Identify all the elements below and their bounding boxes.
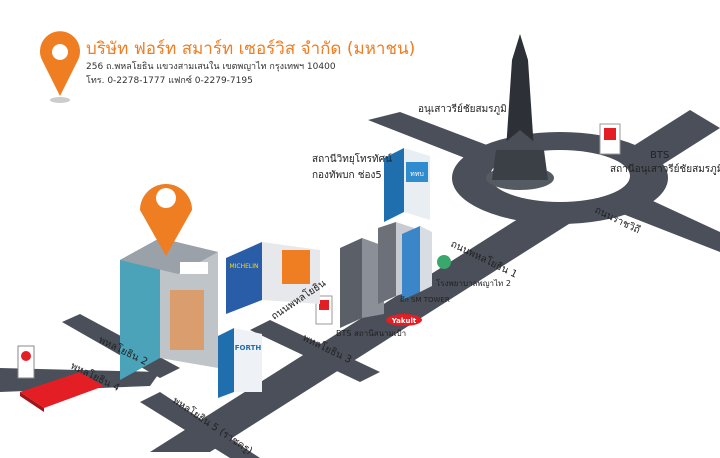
svg-text:FORTH: FORTH	[235, 344, 262, 352]
tv-logo: ททบ	[410, 170, 424, 178]
company-address: 256 ถ.พหลโยธิน แขวงสามเสนใน เขตพญาไท กรุ…	[86, 62, 336, 72]
forth-sign-tower: FORTH	[218, 328, 262, 398]
label-sm-tower: ตึก SM TOWER	[400, 295, 450, 304]
yakult-logo: Yakult	[386, 314, 422, 326]
label-hospital: โรงพยาบาลพญาไท 2	[436, 278, 511, 288]
michelin-building: MICHELIN	[226, 242, 320, 314]
label-bts-victory-1: BTS	[650, 150, 669, 161]
company-name: บริษัท ฟอร์ท สมาร์ท เซอร์วิส จำกัด (มหาช…	[86, 39, 416, 59]
bts-victory-sign	[599, 123, 621, 155]
label-bts-victory-2: สถานีอนุเสาวรีย์ชัยสมรภูมิ	[610, 163, 720, 175]
svg-text:Yakult: Yakult	[391, 317, 417, 325]
location-pin-icon	[40, 31, 80, 103]
tv-channel5-building: ททบ	[384, 148, 430, 222]
forth-main-building	[120, 238, 218, 380]
label-tv-station-2: กองทัพบก ช่อง5	[312, 170, 382, 181]
company-contact: โทร. 0-2278-1777 แฟกซ์ 0-2279-7195	[86, 76, 253, 86]
label-monument: อนุเสาวรีย์ชัยสมรภูมิ	[418, 103, 507, 115]
label-bts-sanampao: BTS สถานีสนามเป้า	[336, 329, 406, 338]
svg-text:MICHELIN: MICHELIN	[229, 263, 258, 270]
victory-monument	[486, 34, 554, 190]
label-tv-station-1: สถานีวิทยุโทรทัศน์	[312, 152, 392, 165]
gas-station	[17, 345, 104, 412]
hospital-icon	[437, 255, 451, 269]
office-towers	[340, 222, 432, 328]
forth-location-pin-icon	[140, 184, 192, 256]
company-header: บริษัท ฟอร์ท สมาร์ท เซอร์วิส จำกัด (มหาช…	[86, 38, 486, 88]
